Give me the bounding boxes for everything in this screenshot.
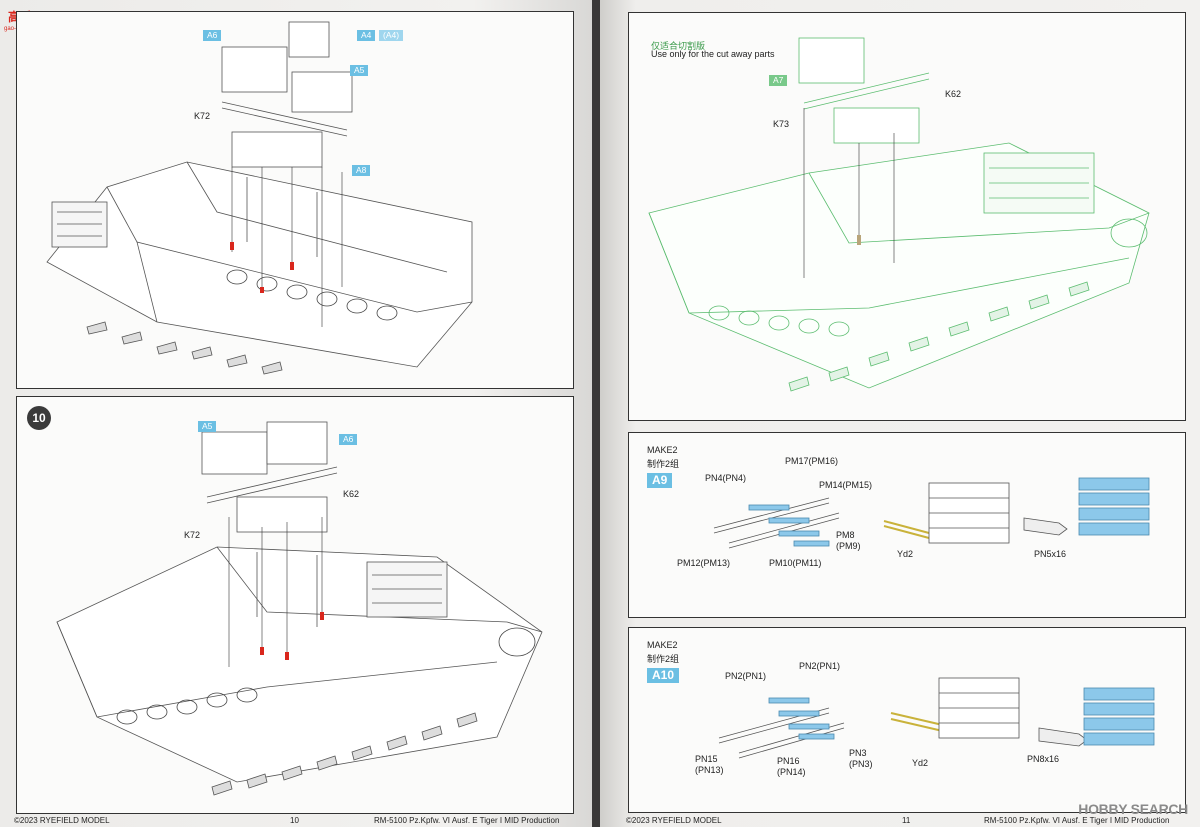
part-label-k62: K62 — [343, 489, 360, 499]
part-label-pn3-paren: (PN3) — [849, 759, 873, 769]
footer-copyright: ©2023 RYEFIELD MODEL — [626, 816, 722, 825]
part-label-k72: K72 — [194, 111, 211, 121]
footer-page-number: 10 — [290, 816, 299, 825]
part-tag-a9: A9 — [647, 473, 673, 488]
part-label-pn8: PN8x16 — [1027, 754, 1060, 764]
part-label-pn2-right: PN2(PN1) — [799, 661, 841, 671]
step-number-badge: 10 — [27, 406, 51, 430]
part-label-pn16: PN16 — [777, 756, 800, 766]
part-label-pm10: PM10(PM11) — [769, 558, 822, 568]
a9-ammo-rack-diagram: MAKE2 制作2组 A9 PN4(PN4) PM — [628, 432, 1186, 618]
part-label-pm8: PM8 — [836, 530, 855, 540]
footer-page-number: 11 — [902, 816, 911, 825]
left-page: 高手网 gao-shou.com — [0, 0, 592, 827]
part-tag-a5: A5 — [198, 421, 217, 432]
step-9-diagram: A6 A4 (A4) A5 A8 K72 — [16, 11, 574, 389]
footer-product-title: RM-5100 Pz.Kpfw. VI Ausf. E Tiger I MID … — [984, 816, 1170, 825]
hull-cutaway-drawing — [648, 37, 1150, 392]
watermark-brand: HOBBY SEARCH — [1078, 801, 1188, 817]
ammo-rack-drawing — [713, 477, 1150, 549]
hull-exploded-drawing-2 — [56, 421, 543, 796]
cutaway-note-cn: 仅适合切割版 — [651, 41, 706, 51]
cutaway-diagram: 仅适合切割版 Use only for the cut away parts — [628, 12, 1186, 421]
make-count: MAKE2 — [647, 640, 678, 650]
part-tag-a8: A8 — [352, 165, 371, 176]
part-label-pn15: PN15 — [695, 754, 718, 764]
cutaway-note-en: Use only for the cut away parts — [651, 49, 775, 59]
part-label-pm14: PM14(PM15) — [819, 480, 873, 490]
part-tag-a6: A6 — [203, 30, 222, 41]
right-page: 仅适合切割版 Use only for the cut away parts — [600, 0, 1200, 827]
part-label-pm9: (PM9) — [836, 541, 861, 551]
part-label-pn13: (PN13) — [695, 765, 724, 775]
part-label-pm17: PM17(PM16) — [785, 456, 839, 466]
a10-ammo-rack-diagram: MAKE2 制作2组 A10 PN2(PN1) P — [628, 627, 1186, 813]
step-10-diagram: 10 — [16, 396, 574, 814]
part-label-pn14: (PN14) — [777, 767, 806, 777]
part-label-k73: K73 — [773, 119, 790, 129]
part-tag-a4: A4 — [357, 30, 376, 41]
part-tag-a10: A10 — [647, 668, 680, 683]
ammo-rack-drawing-2 — [718, 677, 1155, 759]
part-tag-a5: A5 — [350, 65, 369, 76]
part-label-yd2: Yd2 — [897, 549, 914, 559]
make-count-cn: 制作2组 — [647, 459, 680, 469]
part-label-pn3: PN3 — [849, 748, 867, 758]
part-label-pn5: PN5x16 — [1034, 549, 1067, 559]
footer-product-title: RM-5100 Pz.Kpfw. VI Ausf. E Tiger I MID … — [374, 816, 560, 825]
part-tag-a4-alt: (A4) — [379, 30, 404, 41]
hull-exploded-drawing — [46, 21, 473, 375]
part-label-pn4: PN4(PN4) — [705, 473, 747, 483]
part-tag-a6: A6 — [339, 434, 358, 445]
part-label-k72: K72 — [184, 530, 201, 540]
make-count: MAKE2 — [647, 445, 678, 455]
part-label-pm12: PM12(PM13) — [677, 558, 731, 568]
part-tag-a7: A7 — [769, 75, 788, 86]
footer-copyright: ©2023 RYEFIELD MODEL — [14, 816, 110, 825]
make-count-cn: 制作2组 — [647, 654, 680, 664]
part-label-pn2-left: PN2(PN1) — [725, 671, 767, 681]
part-label-yd2: Yd2 — [912, 758, 929, 768]
part-label-k62: K62 — [945, 89, 962, 99]
